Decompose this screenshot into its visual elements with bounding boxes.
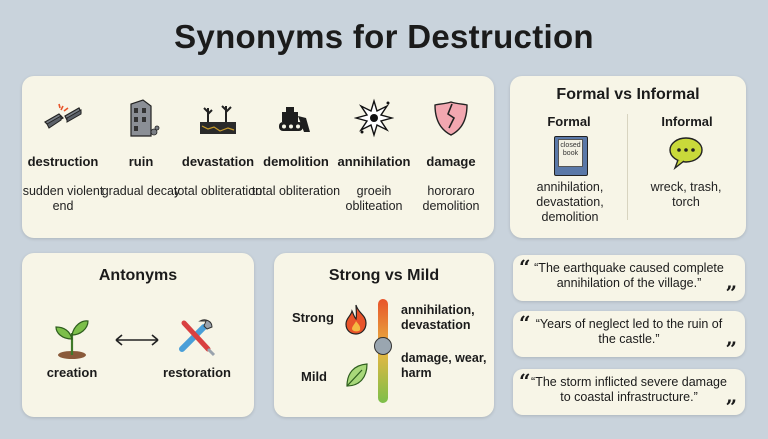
bulldozer-icon — [279, 107, 310, 132]
fire-icon — [345, 304, 367, 335]
synonym-name: destruction — [27, 154, 99, 169]
open-quote-icon: “ — [519, 311, 531, 335]
formal-words: annihilation, devastation, demolition — [536, 180, 604, 224]
synonym-description: total obliteration — [251, 184, 341, 198]
strong-mild-heading: Strong vs Mild — [328, 267, 440, 284]
explosion-icon — [354, 98, 394, 138]
example-quote: “ “The earthquake caused complete annihi… — [513, 255, 745, 305]
divider — [627, 114, 628, 220]
book-label: closed book — [558, 139, 583, 167]
antonym-creation: creation — [46, 365, 98, 380]
wrench-screwdriver-icon — [179, 319, 216, 357]
informal-label: Informal — [661, 114, 713, 129]
quote-text: “Years of neglect led to the ruin of the… — [535, 317, 723, 346]
close-quote-icon: ” — [725, 337, 737, 361]
quote-text: “The earthquake caused complete annihila… — [534, 261, 724, 290]
synonym-description: sudden violent end — [22, 184, 104, 213]
example-quote: “ “The storm inflicted severe damage to … — [513, 369, 745, 419]
quote-text: “The storm inflicted severe damage to co… — [531, 375, 727, 404]
synonym-name: ruin — [128, 154, 154, 169]
formal-informal-heading: Formal vs Informal — [556, 86, 700, 103]
synonym-description: gradual decay — [101, 184, 181, 198]
sprout-icon — [55, 320, 89, 359]
close-quote-icon: ” — [725, 281, 737, 305]
mild-label: Mild — [301, 369, 327, 384]
formal-informal-card: Formal vs Informal Formal Informal close… — [510, 76, 746, 238]
broken-beam-icon — [44, 103, 82, 129]
synonym-name: devastation — [181, 154, 255, 169]
leaf-icon — [346, 363, 368, 387]
open-quote-icon: “ — [519, 255, 531, 279]
synonym-description: hororaro demolition — [422, 184, 480, 213]
crumbling-building-icon — [130, 99, 160, 137]
antonyms-card: Antonyms creation restoration — [22, 253, 254, 417]
page-title: Synonyms for Destruction — [174, 18, 594, 55]
strength-scale-handle — [374, 337, 392, 355]
strong-mild-card: Strong vs Mild Strong Mild annihilation,… — [274, 253, 494, 417]
antonym-restoration: restoration — [163, 365, 231, 380]
closed-book-icon: closed book — [554, 136, 588, 176]
example-quote: “ “Years of neglect led to the ruin of t… — [513, 311, 745, 361]
antonyms-heading: Antonyms — [98, 267, 178, 284]
formal-label: Formal — [547, 114, 591, 129]
double-arrow-icon — [115, 334, 159, 346]
synonym-name: annihilation — [337, 154, 411, 169]
synonym-description: total obliteration — [173, 184, 263, 198]
mild-words: damage, wear, harm — [401, 351, 487, 380]
synonyms-card: destruction sudden violent end ruin grad… — [22, 76, 494, 238]
informal-words: wreck, trash, torch — [650, 180, 722, 209]
close-quote-icon: ” — [725, 395, 737, 419]
synonym-name: demolition — [263, 154, 329, 169]
strong-words: annihilation, devastation — [401, 303, 475, 332]
scorched-land-icon — [200, 105, 236, 134]
open-quote-icon: “ — [519, 369, 531, 393]
strong-label: Strong — [292, 310, 334, 325]
cracked-shield-icon — [434, 101, 468, 136]
synonym-name: damage — [426, 154, 476, 169]
speech-bubble-icon — [669, 137, 703, 170]
synonym-description: groeih obliteation — [345, 184, 403, 213]
